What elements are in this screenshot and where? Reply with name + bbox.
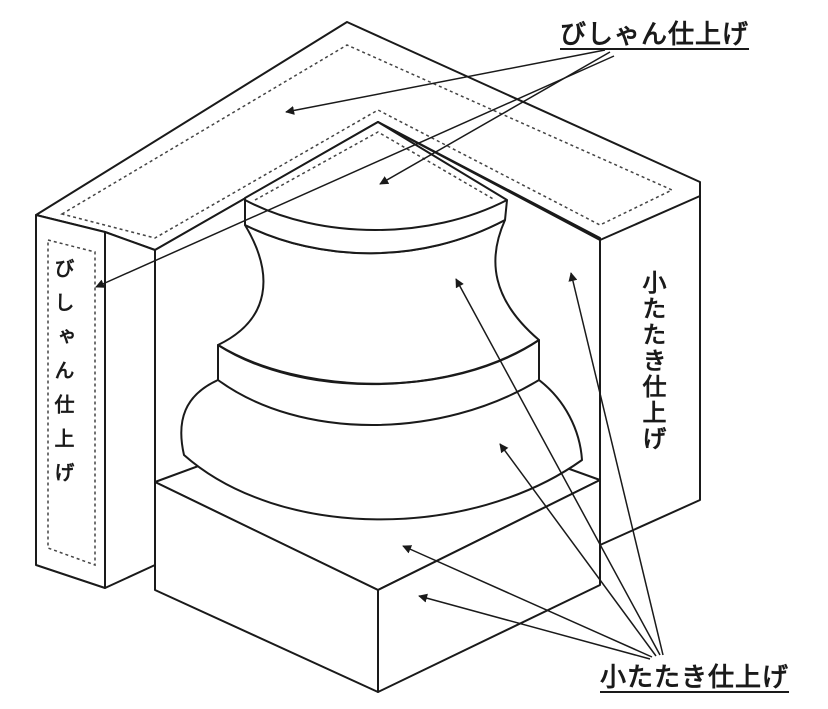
- dotted-border-left: [47, 239, 96, 567]
- label-kotataki-finish-right: 小たたき仕上げ: [638, 270, 666, 452]
- dotted-border-cap: [254, 131, 496, 201]
- arrow-top-to-left-wall: [95, 55, 615, 288]
- arrow-bottom-to-plinth-top: [402, 545, 653, 658]
- plinth-front-right-face: [377, 479, 601, 693]
- arrow-top-to-cap: [379, 51, 611, 185]
- arrow-bottom-to-plinth-side: [418, 593, 651, 660]
- left-wall-side-face: [104, 231, 156, 589]
- label-bishan-finish-top: びしゃん仕上げ: [560, 20, 750, 50]
- label-kotataki-finish-bottom: 小たたき仕上げ: [600, 663, 790, 693]
- base-top-cap: [244, 121, 508, 255]
- dotted-border-top: [60, 44, 674, 239]
- base-lower-torus: [180, 379, 583, 521]
- band-front-curve: [217, 339, 540, 386]
- label-bishan-finish-left: びしゃん仕上げ: [51, 258, 75, 496]
- arrow-bottom-to-torus: [499, 443, 657, 657]
- cap-front-curve: [244, 199, 508, 231]
- arrow-bottom-to-corner: [568, 272, 664, 656]
- arrow-bottom-to-waist: [455, 278, 661, 656]
- arrow-top-to-wall: [285, 49, 606, 115]
